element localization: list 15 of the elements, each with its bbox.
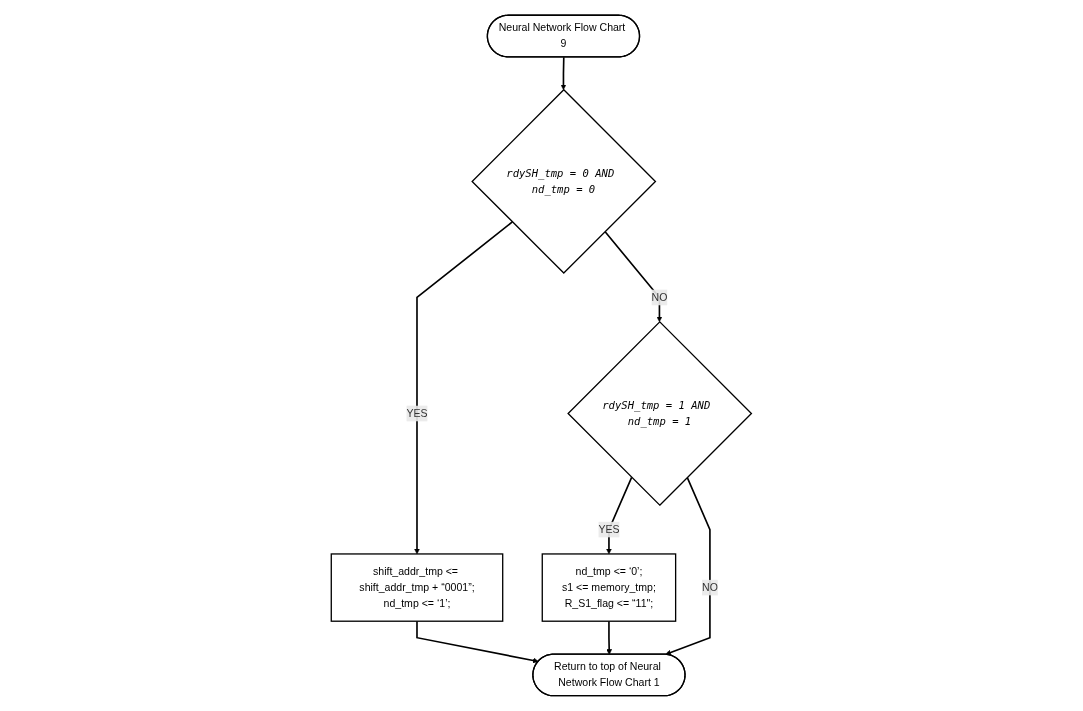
- edge-label: NO: [702, 581, 718, 593]
- edge-label: YES: [406, 407, 428, 419]
- node-box: shift_addr_tmp <= shift_addr_tmp + “0001”; nd_tmp <= ‘1’;: [330, 553, 504, 622]
- node-box: nd_tmp <= ‘0’; s1 <= memory_tmp; R_S1_flag <= “11";: [541, 553, 677, 622]
- node-diamond: rdySH_tmp = 1 AND nd_tmp = 1: [567, 320, 753, 507]
- arrow: [606, 476, 633, 555]
- arrow: [414, 221, 514, 555]
- edge-label: NO: [651, 291, 668, 303]
- edge-label: YES: [598, 523, 620, 535]
- arrow: [665, 476, 711, 656]
- arrow: [606, 620, 613, 655]
- arrow: [560, 56, 567, 91]
- arrow: [604, 230, 663, 323]
- node-diamond: rdySH_tmp = 0 AND nd_tmp = 0: [471, 88, 657, 274]
- arrow: [416, 620, 539, 664]
